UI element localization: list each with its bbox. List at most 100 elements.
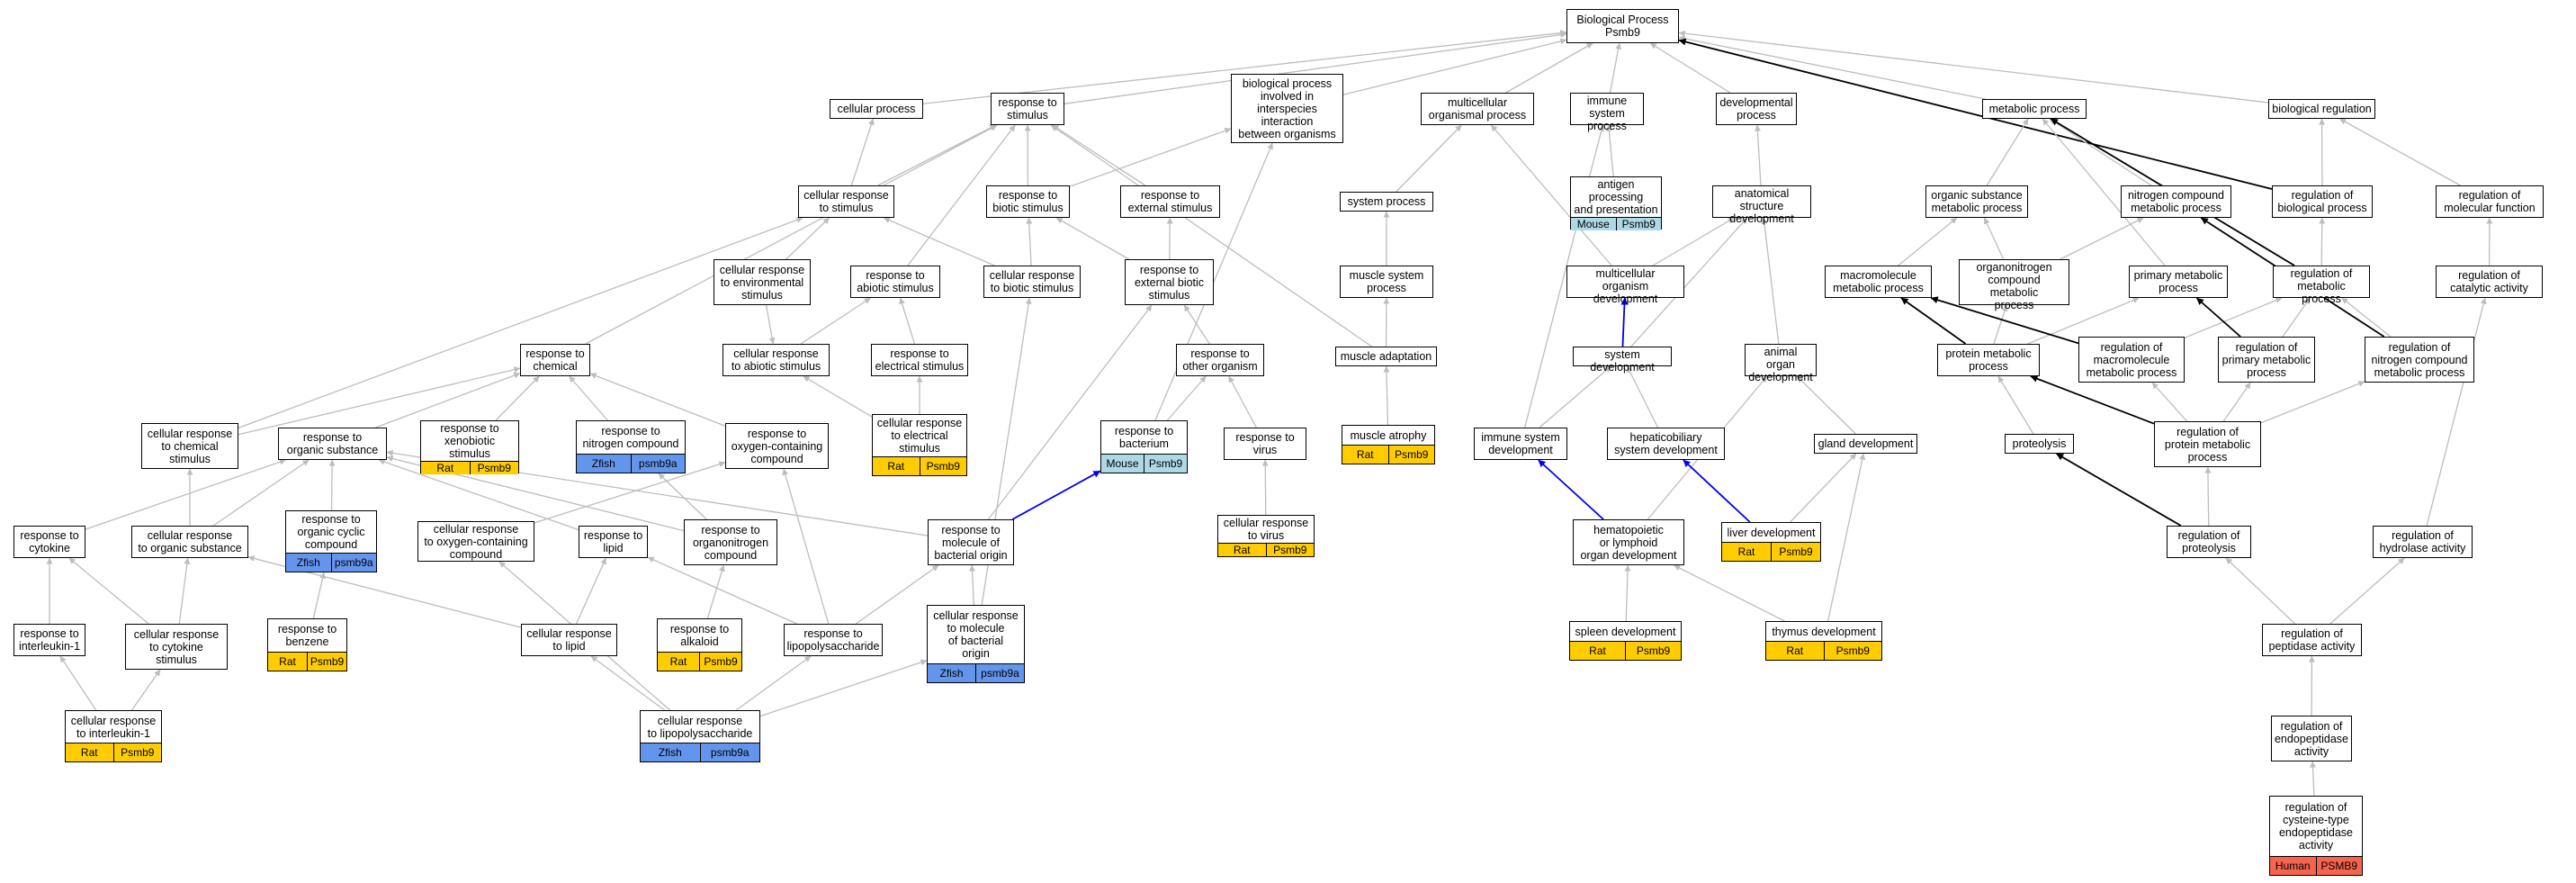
go-term-node[interactable]: regulation of protein metabolic process (2154, 421, 2261, 467)
go-term-node[interactable]: response to virus (1224, 428, 1306, 460)
graph-edge (1166, 375, 1207, 421)
go-term-node[interactable]: anatomical structure development (1712, 185, 1811, 225)
go-term-node[interactable]: nitrogen compound metabolic process (2121, 185, 2231, 218)
go-term-node[interactable]: multicellular organism development (1566, 266, 1684, 305)
go-term-node[interactable]: organic substance metabolic process (1925, 185, 2028, 218)
go-term-node[interactable]: regulation of proteolysis (2167, 526, 2251, 558)
go-term-node[interactable]: cellular response to lipid (521, 624, 617, 656)
go-term-node[interactable]: animal organ development (1745, 344, 1817, 383)
go-term-node[interactable]: Biological Process Psmb9 (1566, 9, 1679, 43)
go-term-node[interactable]: regulation of cysteine-type endopeptidas… (2269, 796, 2363, 876)
go-term-node[interactable]: response to lipopolysaccharide (784, 624, 883, 656)
go-term-node[interactable]: response to chemical (520, 344, 590, 376)
go-term-node[interactable]: regulation of endopeptidase activity (2271, 716, 2352, 761)
go-term-label: hepaticobiliary system development (1614, 431, 1718, 456)
go-term-node[interactable]: regulation of molecular function (2436, 185, 2544, 218)
go-term-node[interactable]: regulation of biological process (2272, 185, 2373, 218)
go-term-node[interactable]: cellular process (830, 99, 923, 119)
go-term-node[interactable]: regulation of primary metabolic process (2218, 337, 2315, 383)
go-term-node[interactable]: cellular response to cytokine stimulus (125, 624, 228, 670)
go-term-node[interactable]: multicellular organismal process (1421, 93, 1534, 125)
go-term-node[interactable]: cellular response to environmental stimu… (714, 259, 811, 305)
go-term-node[interactable]: response to external biotic stimulus (1125, 259, 1214, 305)
go-term-node[interactable]: macromolecule metabolic process (1825, 266, 1932, 298)
go-term-node[interactable]: regulation of peptidase activity (2262, 624, 2362, 656)
go-term-label: cellular process (837, 103, 916, 115)
go-term-node[interactable]: cellular response to oxygen-containing c… (417, 521, 534, 562)
go-term-label: response to benzene (277, 623, 337, 648)
go-term-node[interactable]: regulation of metabolic process (2273, 266, 2370, 305)
go-term-node[interactable]: muscle adaptation (1335, 347, 1437, 366)
go-term-node[interactable]: response to organonitrogen compound (684, 519, 777, 565)
annotation-tag: Rat (66, 743, 113, 761)
go-term-node[interactable]: response to stimulus (991, 93, 1064, 125)
go-term-node[interactable]: biological regulation (2268, 99, 2375, 119)
go-term-node[interactable]: cellular response to chemical stimulus (141, 423, 238, 469)
go-term-node[interactable]: protein metabolic process (1937, 344, 2040, 376)
graph-edge (2339, 118, 2461, 186)
go-term-node[interactable]: metabolic process (1982, 99, 2087, 119)
graph-edge (1986, 118, 2029, 186)
go-term-node[interactable]: response to interleukin-1 (13, 624, 85, 656)
go-term-node[interactable]: cellular response to molecule of bacteri… (927, 605, 1025, 683)
go-term-node[interactable]: response to oxygen-containing compound (725, 423, 829, 469)
go-term-node[interactable]: gland development (1814, 434, 1917, 454)
annotation-tag: psmb9a (699, 743, 759, 761)
go-term-node[interactable]: response to biotic stimulus (986, 185, 1070, 218)
go-term-node[interactable]: proteolysis (2005, 434, 2074, 454)
go-term-node[interactable]: cellular response to stimulus (798, 185, 894, 218)
go-term-label: Biological Process Psmb9 (1576, 14, 1669, 39)
go-term-node[interactable]: immune system process (1570, 93, 1644, 132)
go-term-node[interactable]: regulation of hydrolase activity (2373, 526, 2473, 558)
go-term-node[interactable]: organonitrogen compound metabolic proces… (1959, 259, 2069, 311)
go-term-node[interactable]: immune system development (1474, 428, 1567, 460)
go-term-label: response to external biotic stimulus (1134, 263, 1205, 302)
go-term-node[interactable]: regulation of nitrogen compound metaboli… (2365, 337, 2474, 383)
go-term-node[interactable]: response to other organism (1176, 344, 1264, 376)
go-term-node[interactable]: hepaticobiliary system development (1607, 428, 1725, 460)
go-term-node[interactable]: cellular response to electrical stimulus… (872, 414, 967, 476)
go-term-node[interactable]: biological process involved in interspec… (1231, 74, 1343, 143)
go-term-node[interactable]: cellular response to biotic stimulus (983, 266, 1081, 298)
go-term-node[interactable]: regulation of catalytic activity (2436, 266, 2543, 298)
go-term-node[interactable]: primary metabolic process (2129, 266, 2228, 298)
go-term-node[interactable]: response to organic substance (278, 428, 387, 460)
go-term-label: response to bacterium (1114, 425, 1174, 450)
go-term-node[interactable]: response to electrical stimulus (871, 344, 968, 376)
go-term-node[interactable]: cellular response to organic substance (131, 526, 248, 558)
graph-edge (238, 217, 803, 429)
go-term-node[interactable]: system process (1340, 192, 1433, 212)
go-term-node[interactable]: system development (1573, 347, 1672, 374)
go-term-node[interactable]: muscle system process (1340, 266, 1433, 298)
go-term-node[interactable]: response to lipid (579, 526, 648, 558)
go-term-label: response to alkaloid (669, 623, 730, 648)
go-term-node[interactable]: developmental process (1716, 93, 1797, 125)
go-term-node[interactable]: response to abiotic stimulus (850, 266, 940, 298)
go-term-node[interactable]: response to cytokine (13, 526, 85, 558)
go-term-node[interactable]: response to external stimulus (1120, 185, 1220, 218)
go-term-label: muscle atrophy (1350, 428, 1427, 442)
go-term-node[interactable]: hematopoietic or lymphoid organ developm… (1573, 519, 1684, 565)
go-term-node[interactable]: response to molecule of bacterial origin (928, 519, 1014, 565)
go-term-node[interactable]: regulation of macromolecule metabolic pr… (2078, 337, 2185, 383)
go-term-node[interactable]: cellular response to abiotic stimulus (723, 344, 830, 376)
graph-edge (534, 461, 726, 524)
annotation-tag: Zfish (577, 455, 631, 473)
